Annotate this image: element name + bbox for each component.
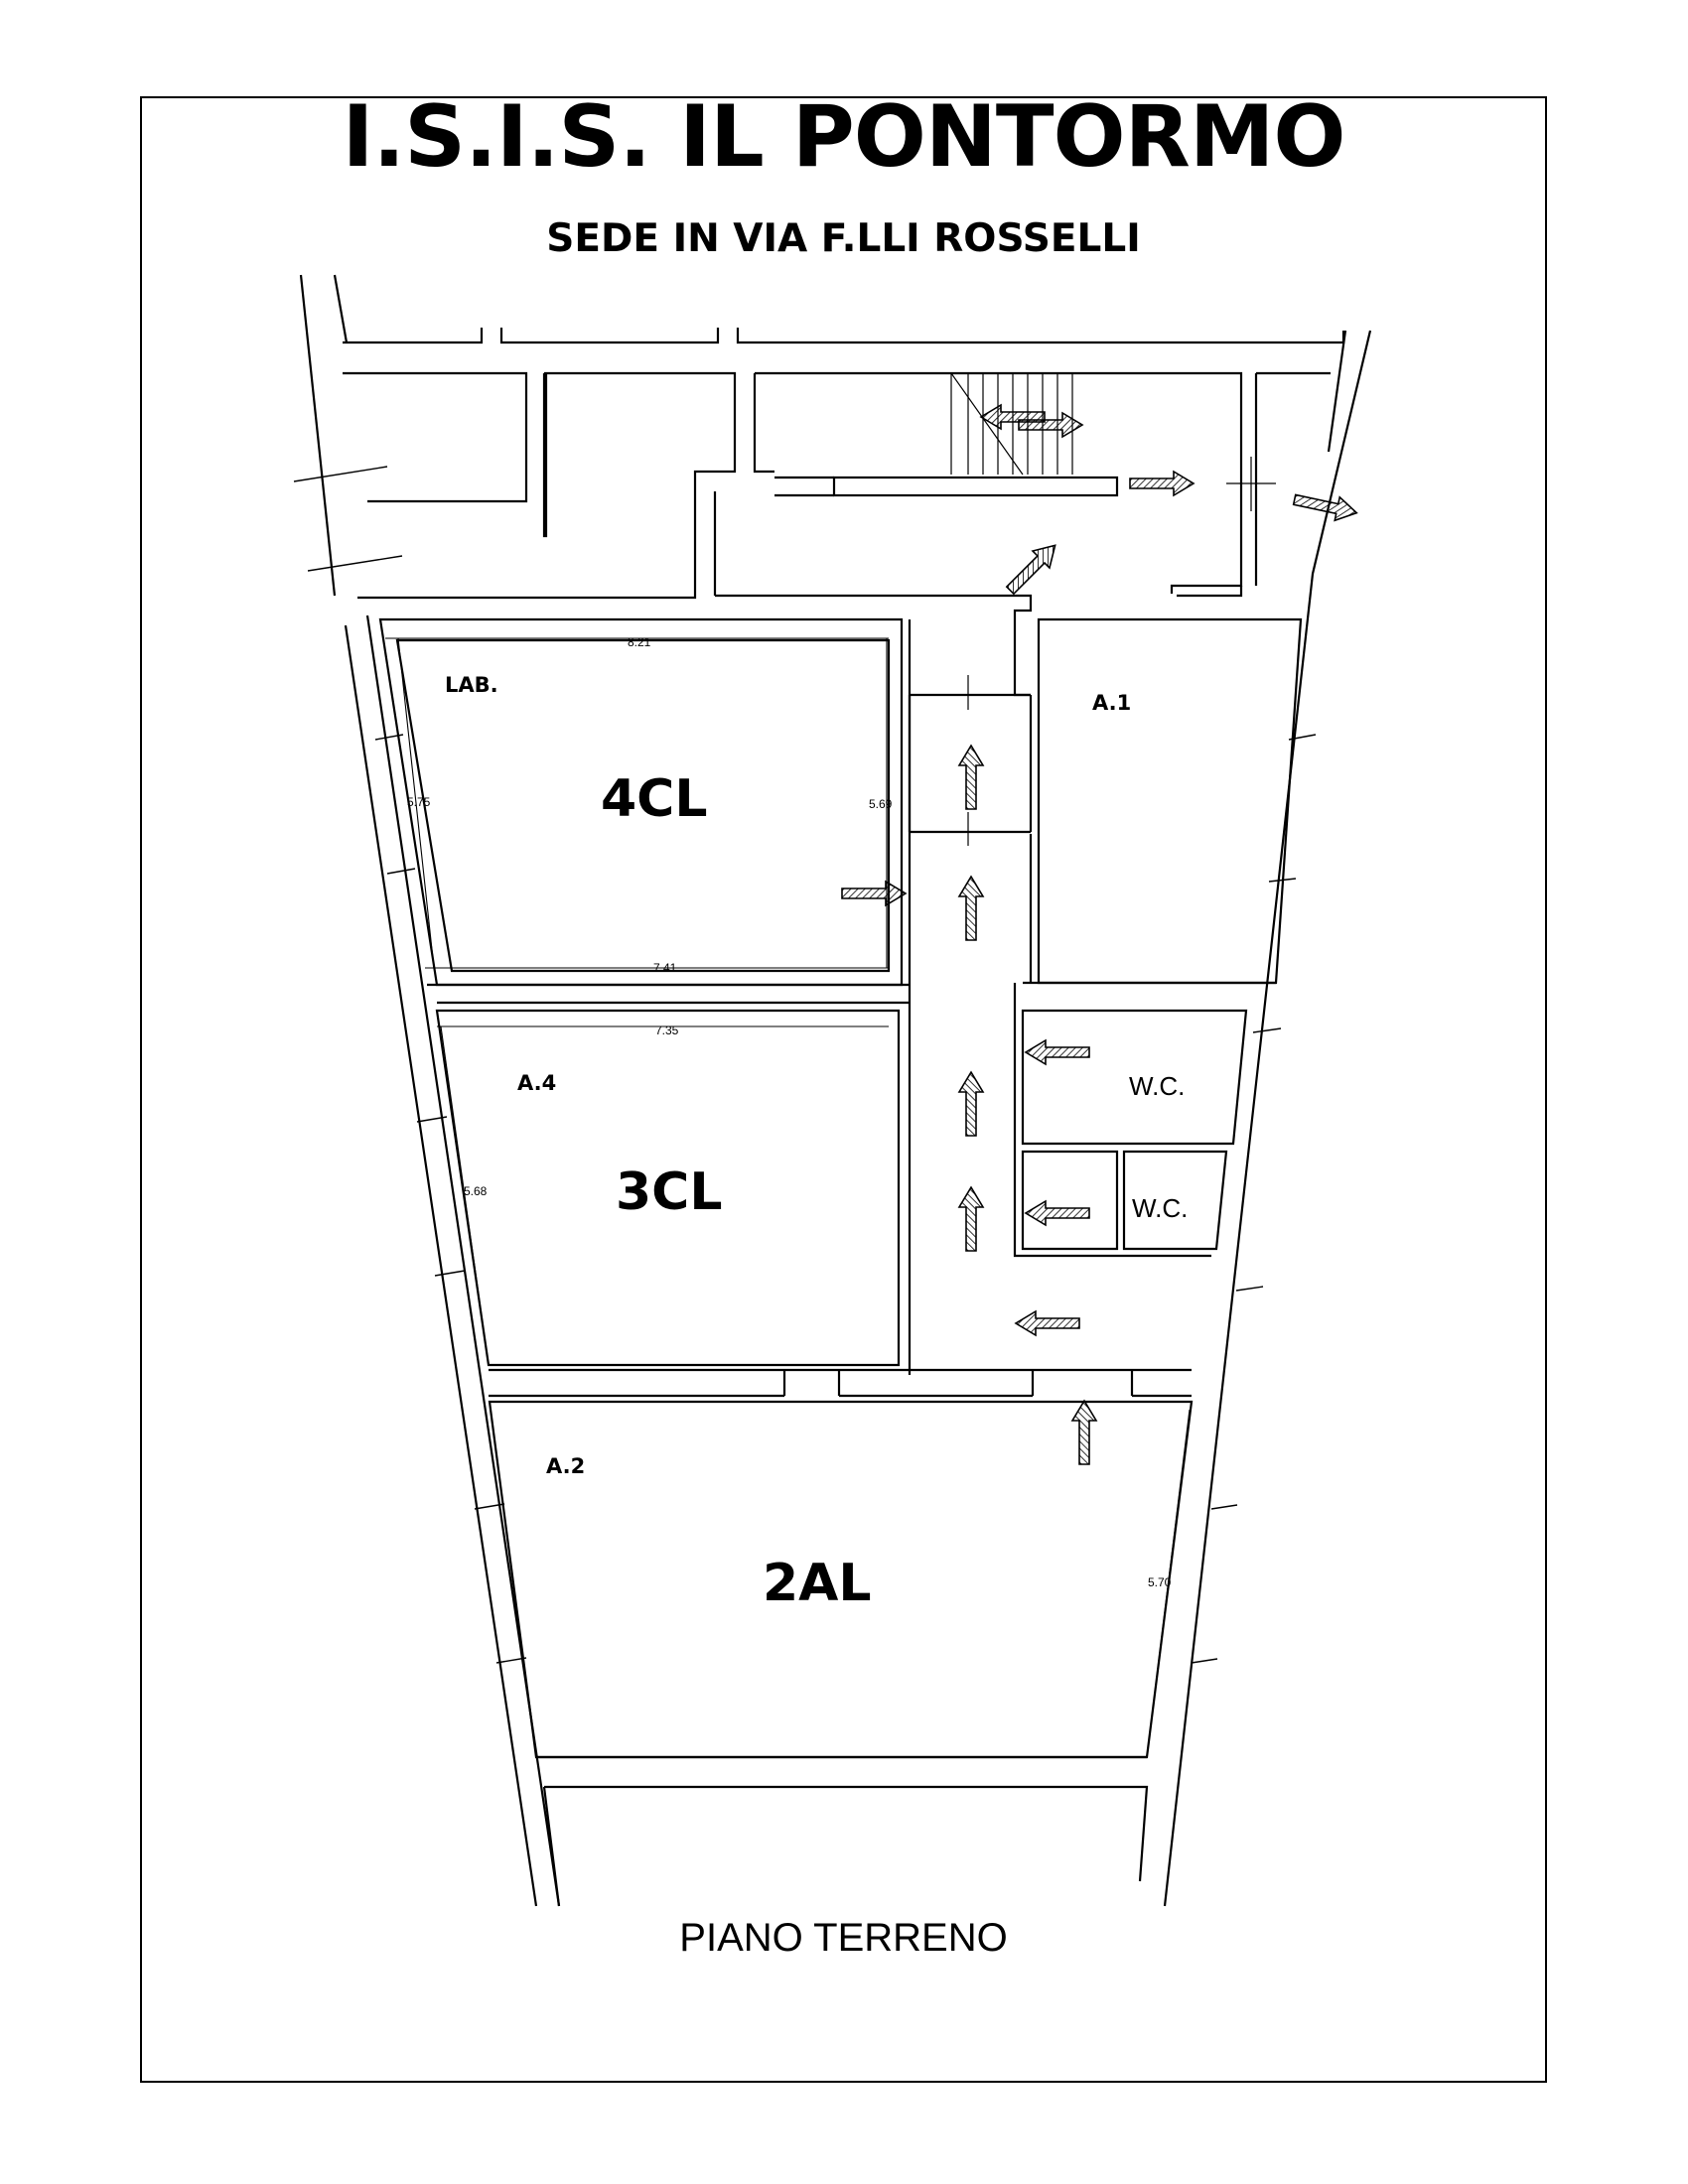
windows: [293, 466, 1317, 1664]
wall: [542, 373, 548, 538]
room-a2-label: A.2: [546, 1454, 585, 1478]
dim-lab-right: 5.69: [869, 797, 893, 811]
outer-wall-left-top-inner: [333, 274, 349, 343]
evac-arrow-up-icon: [958, 1186, 984, 1252]
wall: [343, 371, 528, 503]
evac-arrow-up-icon: [958, 876, 984, 941]
room-wc-lower-left: [1021, 1150, 1119, 1251]
page-frame: [140, 96, 1547, 2083]
room-lab-class: 4CL: [601, 769, 707, 829]
wall: [542, 1786, 561, 1907]
room-wc-upper-label: W.C.: [1129, 1071, 1185, 1101]
room-a4-label: A.4: [517, 1071, 556, 1095]
evac-arrow-right-icon: [1129, 471, 1195, 496]
evac-arrow-up-icon: [958, 745, 984, 810]
wall: [753, 373, 774, 474]
dim-lab-left: 5.75: [407, 795, 431, 809]
evac-arrow-left-icon: [1025, 1200, 1090, 1226]
outer-wall-left-outer: [344, 624, 538, 1907]
dim-lab-top: 8.21: [628, 635, 651, 649]
evac-arrow-diagonal-icon: [1001, 536, 1064, 600]
wall: [1013, 983, 1211, 1258]
outer-wall-right-top: [1327, 330, 1347, 453]
dim-a2-right: 5.70: [1148, 1575, 1172, 1589]
room-a1-outline: [1037, 617, 1303, 985]
dim-lab-bottom: 7.41: [653, 961, 677, 975]
wall: [715, 594, 1033, 697]
wall: [1177, 586, 1243, 598]
room-a2-class: 2AL: [763, 1554, 872, 1613]
room-wc-upper: [1021, 1009, 1248, 1146]
evac-arrow-up-icon: [958, 1071, 984, 1137]
room-lab-label: LAB.: [445, 673, 498, 697]
wall: [343, 328, 484, 344]
dimension-lines: [385, 637, 1191, 1758]
outer-wall-right: [1163, 330, 1372, 1907]
wall: [499, 328, 720, 344]
evac-arrow-left-icon: [1015, 1310, 1080, 1336]
wall: [544, 1785, 1149, 1882]
page-title: I.S.I.S. IL PONTORMO: [342, 87, 1345, 187]
evacuation-arrows: [841, 404, 1360, 1465]
page-subtitle: SEDE IN VIA F.LLI ROSSELLI: [546, 216, 1141, 261]
wall: [736, 328, 1345, 344]
evac-arrow-right-icon: [841, 881, 907, 906]
dim-a4-left: 5.68: [464, 1184, 488, 1198]
dim-a4-top: 7.35: [655, 1024, 679, 1037]
wall-partition: [832, 476, 1119, 497]
room-a4-outline: [435, 1009, 901, 1367]
room-wc-lower-right: [1122, 1150, 1228, 1251]
room-a4-class: 3CL: [616, 1162, 722, 1222]
floor-label: PIANO TERRENO: [679, 1916, 1008, 1960]
door-marks: [967, 457, 1276, 846]
evac-arrow-left-icon: [1025, 1039, 1090, 1065]
room-a1-label: A.1: [1092, 691, 1131, 715]
room-lab-inner: [395, 638, 891, 973]
room-wc-lower-label: W.C.: [1132, 1193, 1188, 1223]
evac-arrow-up-icon: [1071, 1400, 1097, 1465]
wall: [357, 371, 737, 600]
outer-wall-left-top: [299, 274, 337, 597]
